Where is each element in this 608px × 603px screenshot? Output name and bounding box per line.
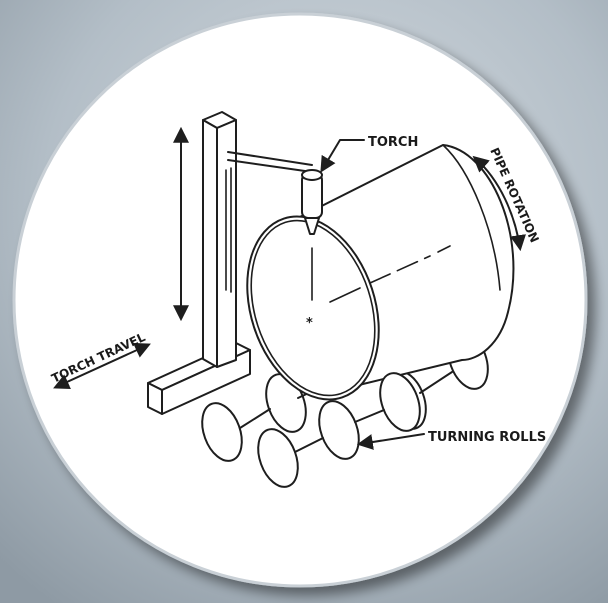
torch-leader-arrow [320,139,365,173]
torch-column [147,111,313,415]
arrows [53,126,526,450]
torch [301,169,323,235]
turning-rolls-leader-arrow [356,433,425,450]
torch-travel-arrow [53,343,151,389]
turning-rolls-front [257,372,421,488]
label-turning-rolls: TURNING ROLLS [428,430,546,445]
label-torch: TORCH [368,135,418,150]
center-mark: * [306,316,313,331]
pipe: * [246,144,515,401]
pipe-rotation-arrow [472,155,526,252]
